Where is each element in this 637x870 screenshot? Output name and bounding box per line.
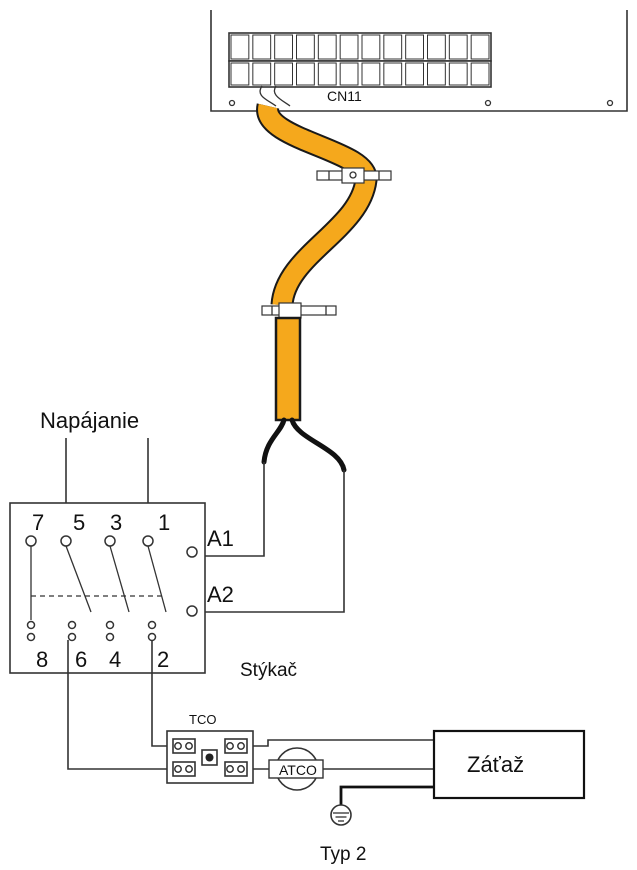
coil-label-a2: A2 <box>207 582 234 607</box>
wire-to-ground <box>339 785 434 805</box>
load-box <box>432 729 586 800</box>
load: Záťaž <box>432 729 586 800</box>
switch-blade-5-6 <box>65 545 92 613</box>
connector-pin <box>274 62 293 86</box>
connector-pin <box>296 34 315 60</box>
atco: ATCO <box>268 747 324 791</box>
terminal-label-2: 2 <box>157 647 169 672</box>
switch-blade-1-2 <box>147 545 167 613</box>
connector-pin <box>405 62 424 86</box>
connector-pin <box>317 62 337 86</box>
connector-pin <box>383 62 403 86</box>
connector-pin <box>296 62 315 86</box>
cable <box>197 85 392 613</box>
connector-pin <box>383 34 403 60</box>
connector-pin <box>470 62 490 86</box>
terminal-4 <box>105 632 115 642</box>
connector-pin <box>448 62 468 86</box>
terminal-label-5: 5 <box>73 510 85 535</box>
terminal-a2 <box>186 605 198 617</box>
terminal-label-1: 1 <box>158 510 170 535</box>
tco: TCO <box>166 712 254 784</box>
coil-label-a1: A1 <box>207 526 234 551</box>
atco-label: ATCO <box>279 762 317 778</box>
connector-pin <box>427 34 446 60</box>
terminal-3 <box>104 535 116 547</box>
connector-pin <box>339 34 359 60</box>
terminal-2 <box>147 632 157 642</box>
connector-pin <box>274 34 293 60</box>
terminal-label-7: 7 <box>32 510 44 535</box>
connector-label: CN11 <box>327 88 362 104</box>
terminal-6 <box>67 632 77 642</box>
terminal-label-6: 6 <box>75 647 87 672</box>
terminal-5 <box>60 535 72 547</box>
wire-2-to-tco <box>151 640 167 747</box>
connector-pin <box>230 34 250 60</box>
cable-clamp-upper <box>316 167 392 184</box>
wire-6-to-tco <box>67 640 167 770</box>
contactor-body <box>9 502 206 674</box>
terminal-label-8: 8 <box>36 647 48 672</box>
terminal-a1 <box>186 546 198 558</box>
connector-pin <box>405 34 424 60</box>
wire-to-a1 <box>197 462 265 557</box>
load-label: Záťaž <box>467 752 524 777</box>
cable-clamp-lower <box>261 302 337 319</box>
terminal-label-4: 4 <box>109 647 121 672</box>
connector-pin <box>317 34 337 60</box>
connector-pin <box>427 62 446 86</box>
control-board: CN11 <box>210 10 628 112</box>
terminal-8 <box>26 632 36 642</box>
terminal-1 <box>142 535 154 547</box>
connector-pin <box>230 62 250 86</box>
ground-type-label: Typ 2 <box>320 844 366 865</box>
terminal-label-3: 3 <box>110 510 122 535</box>
power-label: Napájanie <box>40 408 139 433</box>
switch-blade-3-4 <box>109 545 130 613</box>
connector-pin <box>339 62 359 86</box>
connector-pin <box>448 34 468 60</box>
wire-end-left <box>261 417 287 465</box>
cable-jacket <box>258 103 376 307</box>
terminal-7 <box>25 535 37 547</box>
wire-to-a2 <box>197 470 345 613</box>
contactor: 7 5 3 1 8 6 4 2 A1 A2 <box>9 502 234 674</box>
wire-tco-to-load <box>253 739 434 747</box>
connector-pin <box>361 62 381 86</box>
connector-pin <box>361 34 381 60</box>
wire-end-right <box>289 417 347 473</box>
connector-pin <box>252 34 272 60</box>
tco-label: TCO <box>189 712 216 727</box>
cn11-connector <box>228 32 492 88</box>
contactor-label: Stýkač <box>240 660 297 681</box>
ground-icon <box>330 804 352 826</box>
connector-pin <box>252 62 272 86</box>
connector-pin <box>470 34 490 60</box>
